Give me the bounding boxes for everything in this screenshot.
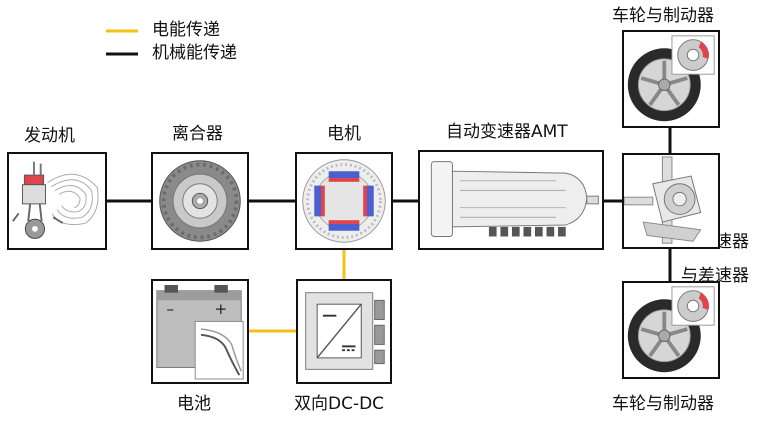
dcdc-box [296,279,392,384]
battery-label: 电池 [177,394,211,414]
legend-electric-label: 电能传递 [152,20,220,40]
clutch-icon [159,160,241,242]
legend-mechanical-label: 机械能传递 [152,43,237,63]
battery-icon: – + [156,284,244,380]
wheel-top-label: 车轮与制动器 [612,6,714,26]
battery-box: – + [151,279,249,384]
wheel-top-box [622,30,720,128]
engine-box [7,152,107,250]
dcdc-converter-icon [305,292,385,370]
wheel-brake-icon [627,35,715,122]
engine-label: 发动机 [24,126,75,146]
svg-text:–: – [166,300,174,318]
amt-box [418,150,604,250]
svg-text:+: + [214,300,227,318]
motor-label: 电机 [327,124,361,144]
motor-box [295,152,393,250]
differential-icon [624,156,702,244]
wheel-brake-icon [627,286,715,373]
motor-icon [302,159,386,243]
final-drive-label-2: 与差速器 [681,266,749,286]
clutch-box [151,152,249,250]
engine-icon [12,161,99,239]
final-drive-box [622,153,720,249]
dcdc-label: 双向DC-DC [294,394,385,414]
wheel-bottom-label: 车轮与制动器 [612,394,714,414]
clutch-label: 离合器 [172,124,223,144]
wheel-bottom-box [622,281,720,379]
amt-label: 自动变速器AMT [446,122,568,142]
gearbox-icon [430,161,599,237]
